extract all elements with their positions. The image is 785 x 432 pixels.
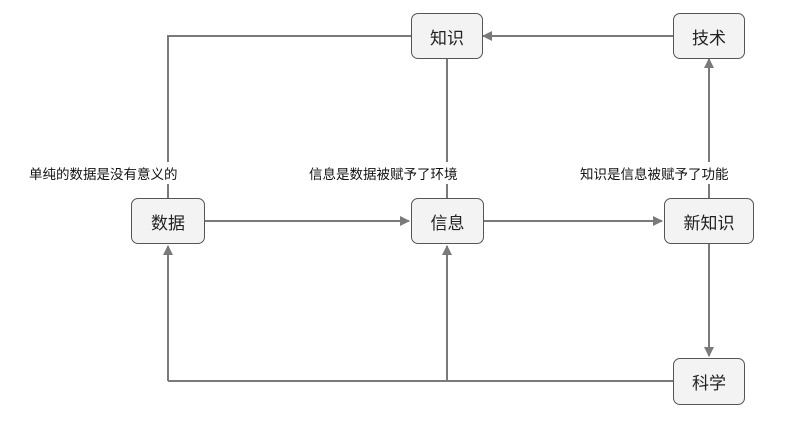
label-shuju-description: 单纯的数据是没有意义的: [27, 163, 180, 183]
node-shuju[interactable]: 数据: [131, 198, 205, 244]
node-kexue[interactable]: 科学: [673, 358, 745, 405]
node-jishu[interactable]: 技术: [673, 13, 745, 59]
label-xinxi-description: 信息是数据被赋予了环境: [307, 163, 460, 183]
node-xinxi[interactable]: 信息: [411, 198, 484, 244]
edge-zhishi-to-shuju: [167, 35, 411, 162]
node-xinzhishi[interactable]: 新知识: [664, 198, 754, 244]
node-zhishi[interactable]: 知识: [411, 13, 483, 59]
label-zhishi-description: 知识是信息被赋予了功能: [578, 163, 731, 183]
